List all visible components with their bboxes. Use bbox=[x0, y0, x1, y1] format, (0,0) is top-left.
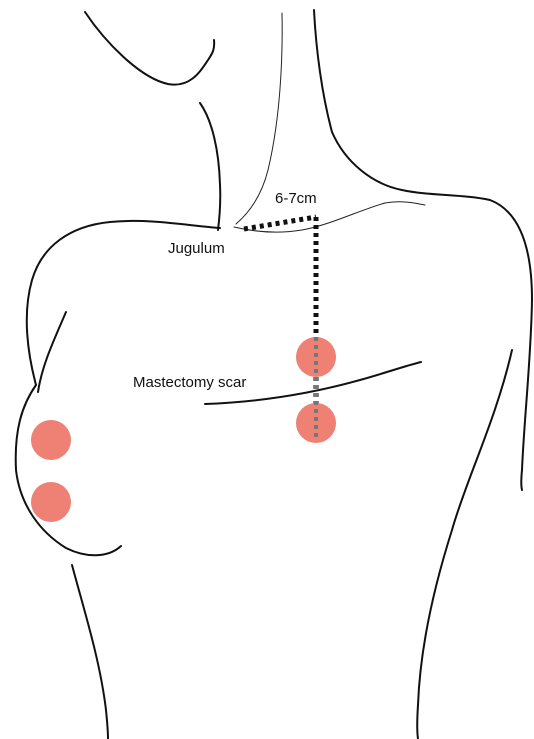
jugulum-label: Jugulum bbox=[168, 240, 225, 257]
marker-circle bbox=[31, 420, 71, 460]
marker-circle bbox=[31, 482, 71, 522]
neck-right-outline bbox=[314, 10, 490, 200]
distance-label: 6-7cm bbox=[275, 190, 317, 207]
right-torso-line bbox=[417, 350, 512, 739]
horizontal-measure-line bbox=[244, 217, 316, 229]
measurement-group bbox=[244, 217, 316, 438]
left-torso-line bbox=[72, 565, 108, 739]
body-outline bbox=[16, 10, 532, 739]
chin-outline bbox=[85, 12, 214, 85]
right-shoulder-outline bbox=[490, 200, 532, 490]
breast-outline bbox=[16, 385, 121, 555]
mastectomy-scar-label: Mastectomy scar bbox=[133, 374, 246, 391]
neck-left-outline bbox=[200, 103, 220, 230]
armpit-line bbox=[38, 312, 66, 392]
markers-group bbox=[31, 337, 336, 522]
